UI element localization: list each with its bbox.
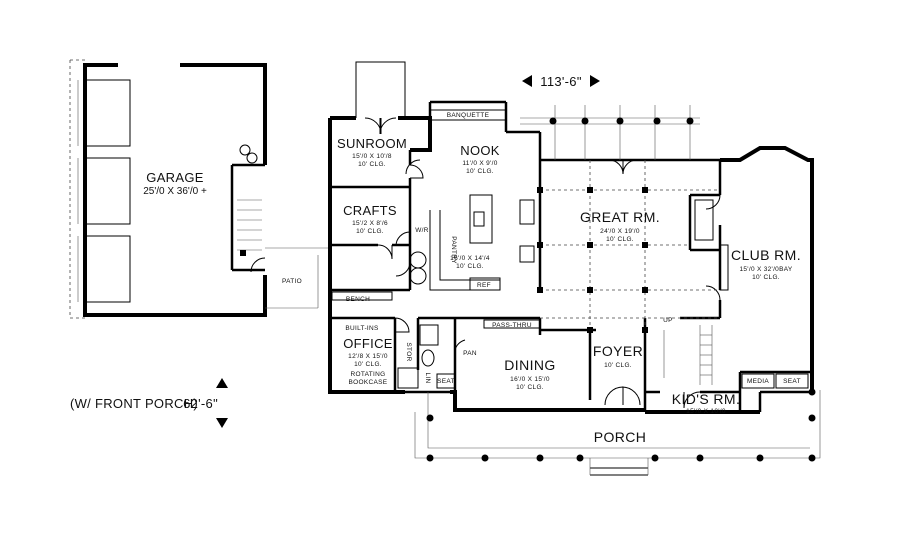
- sunroom-label: SUNROOM: [337, 136, 407, 151]
- kitchen-fixtures: [409, 109, 541, 329]
- patio-label: PATIO: [282, 278, 302, 285]
- wr-label: W/R: [415, 227, 429, 234]
- depth-note: (W/ FRONT PORCH): [70, 396, 198, 411]
- club-room-ceiling: 10' CLG.: [752, 274, 780, 281]
- club-room-label: CLUB RM.: [731, 247, 801, 263]
- garage-walls: [69, 59, 267, 319]
- arrow-left-icon: [522, 75, 532, 87]
- office-label: OFFICE: [343, 336, 392, 351]
- banquette-label: BANQUETTE: [447, 112, 490, 119]
- arrow-right-icon: [590, 75, 600, 87]
- seat-label-office: SEAT: [437, 378, 455, 385]
- patio-area: [250, 247, 330, 309]
- porch: [414, 388, 821, 476]
- lin-label: LIN: [424, 372, 431, 383]
- office-note-2: BOOKCASE: [349, 379, 388, 386]
- crafts-ceiling: 10' CLG.: [356, 228, 384, 235]
- foyer-ceiling: 10' CLG.: [604, 362, 632, 369]
- sunroom-ceiling: 10' CLG.: [358, 161, 386, 168]
- sunroom-dims: 15'/0 X 10'/8: [352, 153, 392, 160]
- great-room-ceiling: 10' CLG.: [606, 236, 634, 243]
- width-dimension: [522, 75, 600, 87]
- depth-dimension: [216, 378, 228, 428]
- office-dims: 12'/8 X 15'/0: [348, 353, 388, 360]
- dining-ceiling: 10' CLG.: [516, 384, 544, 391]
- pan-label: PAN: [463, 350, 477, 357]
- overall-depth: 62'-6": [183, 396, 218, 411]
- beam-grid: [540, 160, 720, 330]
- crafts-label: CRAFTS: [343, 203, 397, 218]
- crafts-dims: 15'/2 X 8'/6: [352, 220, 388, 227]
- pantry-label: PANTRY: [450, 236, 457, 264]
- stor-label: STOR: [405, 342, 412, 361]
- club-room-dims: 15'/0 X 32'/0BAY: [739, 266, 792, 273]
- arrow-down-icon: [216, 418, 228, 428]
- nook-label: NOOK: [460, 143, 500, 158]
- pass-thru-label: PASS-THRU: [492, 322, 532, 329]
- seat-label-kids: SEAT: [783, 378, 801, 385]
- office-ceiling: 10' CLG.: [354, 361, 382, 368]
- kitchen-dims: 16'/0 X 14'/4: [450, 255, 490, 262]
- arrow-up-icon: [216, 378, 228, 388]
- nook-dims: 11'/0 X 9'/0: [462, 160, 497, 167]
- media-label: MEDIA: [747, 378, 769, 385]
- overall-width: 113'-6": [540, 74, 582, 89]
- room-fixtures: [331, 199, 809, 389]
- columns: [537, 187, 648, 333]
- dining-label: DINING: [504, 357, 555, 373]
- pergola: [520, 105, 700, 160]
- up-label: UP: [663, 317, 673, 324]
- porch-label: PORCH: [594, 429, 647, 445]
- garage-dims: 25'/0 X 36'/0 +: [143, 186, 207, 197]
- dining-dims: 16'/0 X 15'/0: [510, 376, 550, 383]
- doors: [364, 117, 721, 409]
- built-ins-label: BUILT-INS: [345, 325, 379, 332]
- nook-ceiling: 10' CLG.: [466, 168, 494, 175]
- great-room-label: GREAT RM.: [580, 209, 660, 225]
- foyer-label: FOYER: [593, 343, 643, 359]
- bench-label: BENCH: [346, 296, 370, 303]
- ref-label: REF: [477, 282, 491, 289]
- great-room-dims: 24'/0 X 19'/0: [600, 228, 640, 235]
- kids-room-dims: 15'/0 X 10'/0: [686, 408, 726, 415]
- kitchen-ceiling: 10' CLG.: [456, 263, 484, 270]
- kids-room-label: KID'S RM.: [672, 391, 741, 407]
- office-note-1: ROTATING: [350, 371, 385, 378]
- garage-label: GARAGE: [146, 170, 203, 185]
- house-walls: [328, 61, 814, 414]
